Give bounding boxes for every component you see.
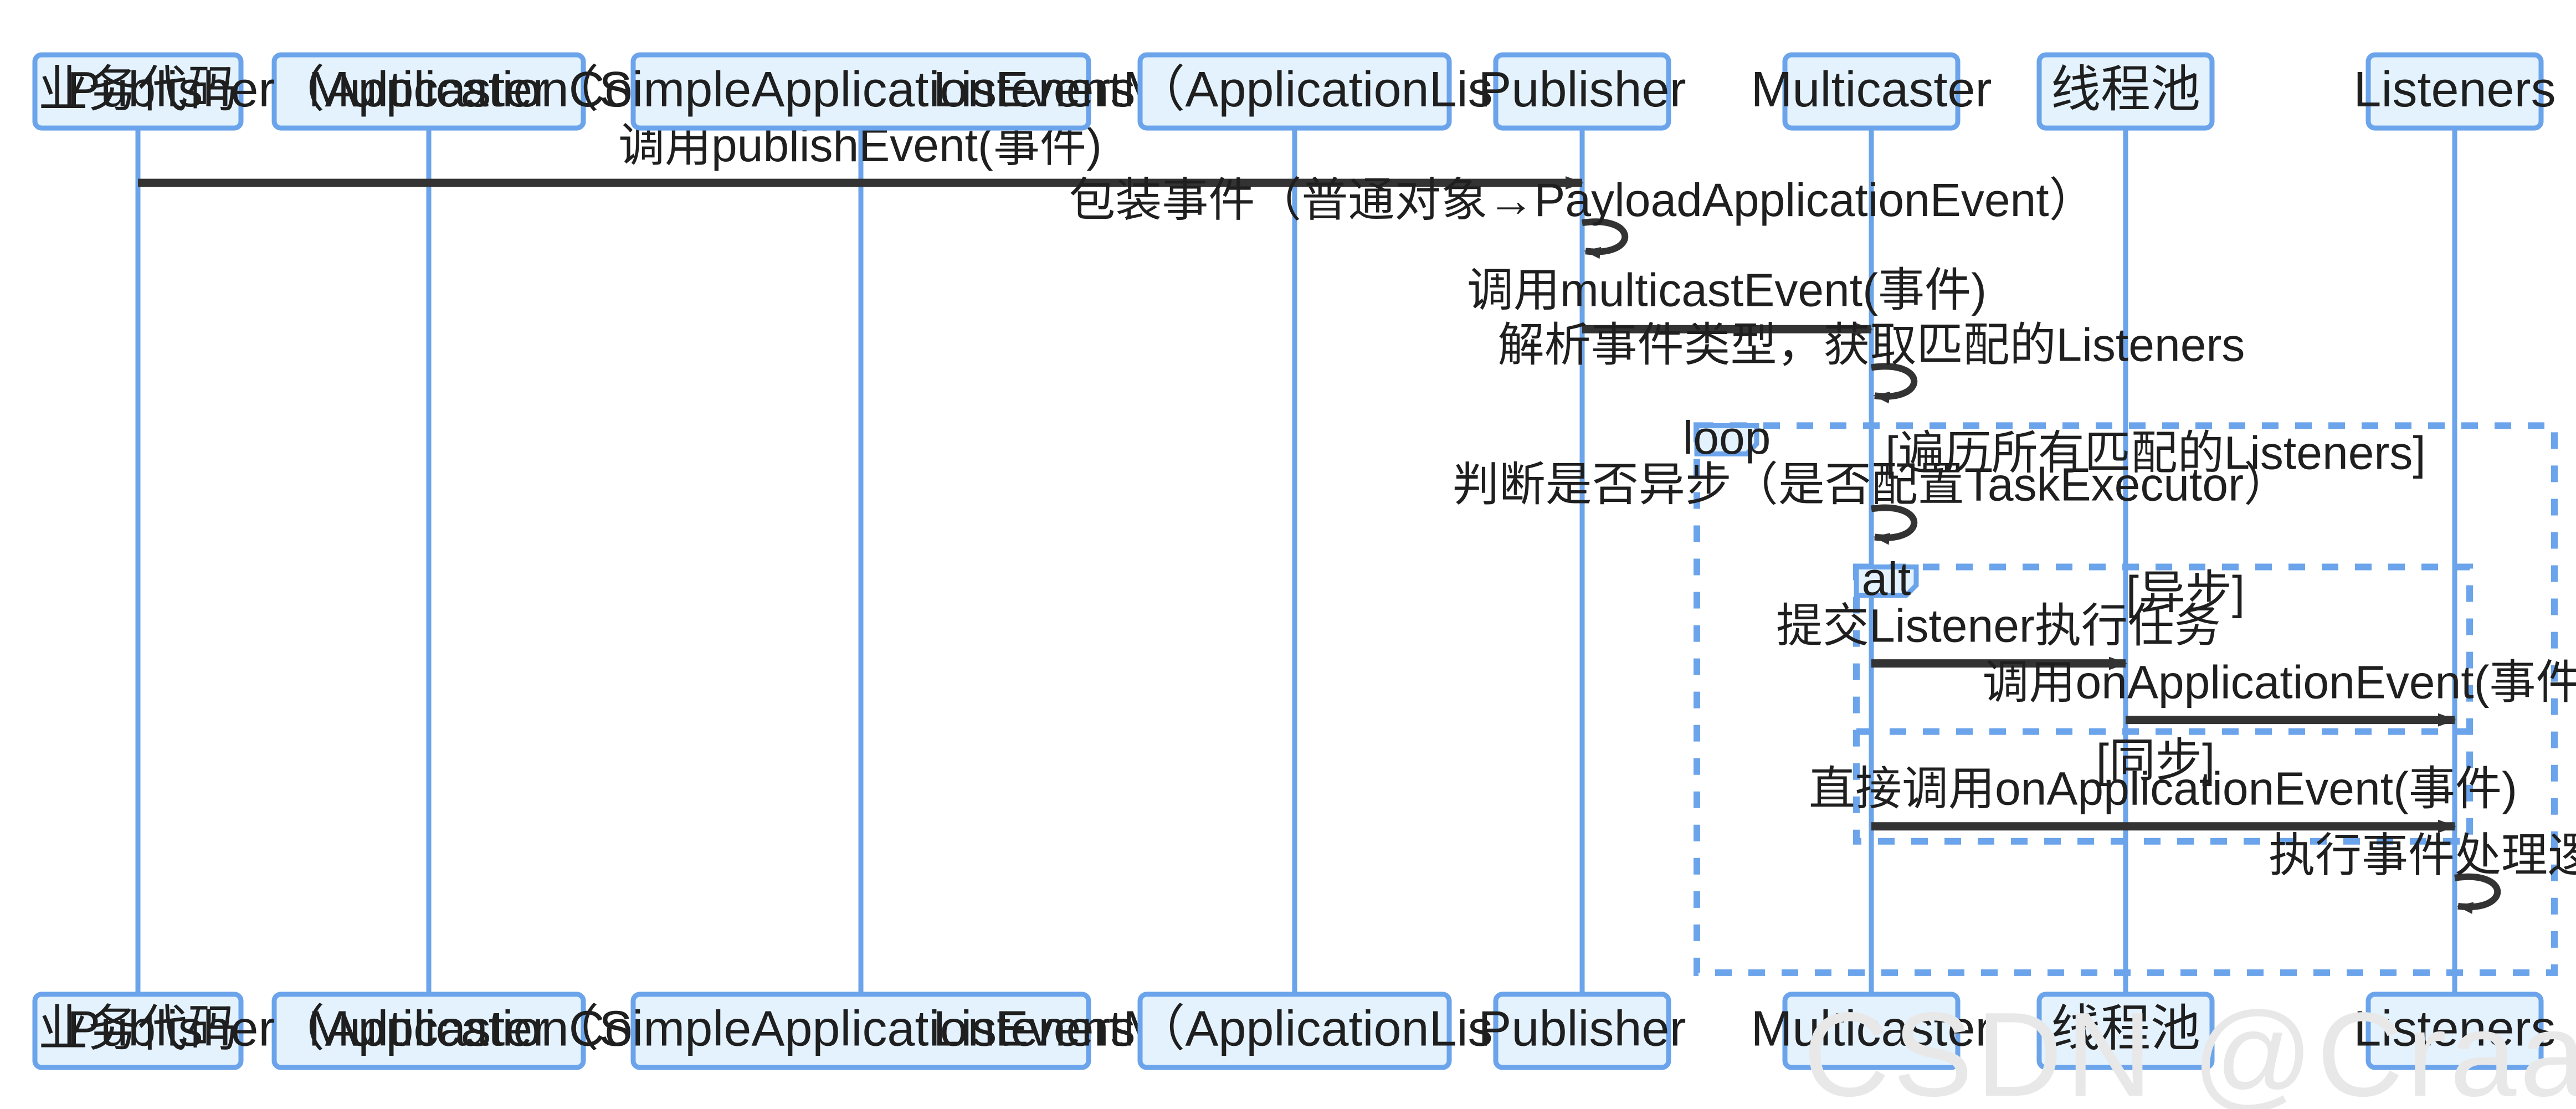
messages-group: 调用publishEvent(事件)包装事件（普通对象→PayloadAppli… (138, 119, 2576, 914)
fragment-else-condition-label: [同步] (2096, 735, 2215, 787)
participant-publisher-bottom[interactable]: Publisher (1478, 992, 1686, 1070)
participant-box (2365, 52, 2544, 131)
self-message-arrow (1871, 504, 1918, 545)
message-m6: 提交Listener执行任务 (1776, 600, 2221, 670)
message-m3: 调用multicastEvent(事件) (1467, 264, 1987, 336)
participant-threadpool-top[interactable]: 线程池 (2036, 52, 2215, 131)
participant-box (2036, 992, 2215, 1070)
participant-box (2365, 992, 2544, 1070)
participant-box (1782, 992, 1961, 1070)
message-m4: 解析事件类型，获取匹配的Listeners (1498, 319, 2245, 404)
participant-box (630, 992, 1091, 1070)
participant-box (1782, 52, 1961, 131)
message-m7: 调用onApplicationEvent(事件) (1982, 656, 2576, 727)
message-m2: 包装事件（普通对象→PayloadApplicationEvent） (1069, 174, 2096, 259)
lifelines-group (135, 128, 2457, 994)
participant-label: Publisher (1478, 1002, 1686, 1057)
message-label: 判断是否异步（是否配置TaskExecutor） (1453, 458, 2290, 510)
loop-fragment: loop [遍历所有匹配的Listeners] (1683, 412, 2558, 976)
participant-label: Listeners (2353, 62, 2556, 117)
participant-label: Multicaster (1751, 62, 1992, 117)
fragment-tab (1854, 564, 1919, 598)
participant-box (630, 52, 1091, 131)
participant-box (32, 52, 244, 131)
message-m9: 执行事件处理逻辑 (2269, 829, 2576, 914)
fragment-tab (1694, 423, 1759, 456)
fragment-operator-label: loop (1683, 412, 1771, 464)
message-label: 直接调用onApplicationEvent(事件) (1809, 763, 2517, 815)
participant-label: Publisher (1478, 62, 1686, 117)
message-m5: 判断是否异步（是否配置TaskExecutor） (1453, 458, 2290, 545)
participant-multicaster-top[interactable]: Multicaster (1751, 52, 1992, 131)
participant-label: 业务代码 (38, 1002, 238, 1057)
fragment-border (1853, 563, 2473, 845)
participant-biz-top[interactable]: 业务代码 (32, 52, 244, 131)
participant-label: 业务代码 (38, 62, 238, 117)
message-label: 执行事件处理逻辑 (2269, 829, 2576, 881)
participant-box (1137, 52, 1452, 131)
fragment-operator-label: alt (1862, 553, 1911, 605)
participant-box (32, 992, 244, 1070)
alt-fragment: alt [异步] [同步] (1853, 553, 2473, 845)
participant-box (2036, 52, 2215, 131)
actors-bottom-group: 业务代码Publisher（ApplicationContext）Multica… (32, 992, 2556, 1070)
participant-box (1493, 52, 1671, 131)
watermark-group: CSDN @Craaaayon (1803, 987, 2576, 1109)
csdn-watermark: CSDN @Craaaayon (1803, 987, 2576, 1109)
self-message-arrow (1582, 218, 1629, 259)
participant-threadpool-bottom[interactable]: 线程池 (2036, 992, 2215, 1070)
participant-label: 线程池 (2051, 1002, 2200, 1057)
participant-box (271, 992, 586, 1070)
message-label: 调用multicastEvent(事件) (1467, 264, 1987, 316)
participant-publisher-top[interactable]: Publisher (1478, 52, 1686, 131)
fragment-condition-label: [遍历所有匹配的Listeners] (1885, 427, 2425, 479)
participant-label: Multicaster (1751, 1002, 1992, 1057)
message-m8: 直接调用onApplicationEvent(事件) (1809, 763, 2517, 833)
participant-biz-bottom[interactable]: 业务代码 (32, 992, 244, 1070)
participant-label: Listeners (2353, 1002, 2556, 1057)
participant-box (1137, 992, 1452, 1070)
message-label: 提交Listener执行任务 (1776, 600, 2221, 652)
fragment-condition-label: [异步] (2126, 567, 2245, 619)
fragment-border (1694, 422, 2558, 976)
participant-listeners-top[interactable]: Listeners (2353, 52, 2556, 131)
self-message-arrow (1871, 363, 1918, 404)
participant-label: 线程池 (2051, 62, 2200, 117)
message-label: 解析事件类型，获取匹配的Listeners (1498, 319, 2245, 371)
actors-top-group: 业务代码Publisher（ApplicationContext）Multica… (32, 52, 2556, 131)
self-message-arrow (2454, 874, 2501, 914)
participant-listeners-bottom[interactable]: Listeners (2353, 992, 2556, 1070)
message-label: 调用onApplicationEvent(事件) (1982, 656, 2576, 708)
participant-multicaster-bottom[interactable]: Multicaster (1751, 992, 1992, 1070)
participant-box (1493, 992, 1671, 1070)
message-label: 包装事件（普通对象→PayloadApplicationEvent） (1069, 174, 2095, 226)
participant-box (271, 52, 586, 131)
fragments-group: loop [遍历所有匹配的Listeners] alt [异步] [同步] (1683, 412, 2558, 976)
